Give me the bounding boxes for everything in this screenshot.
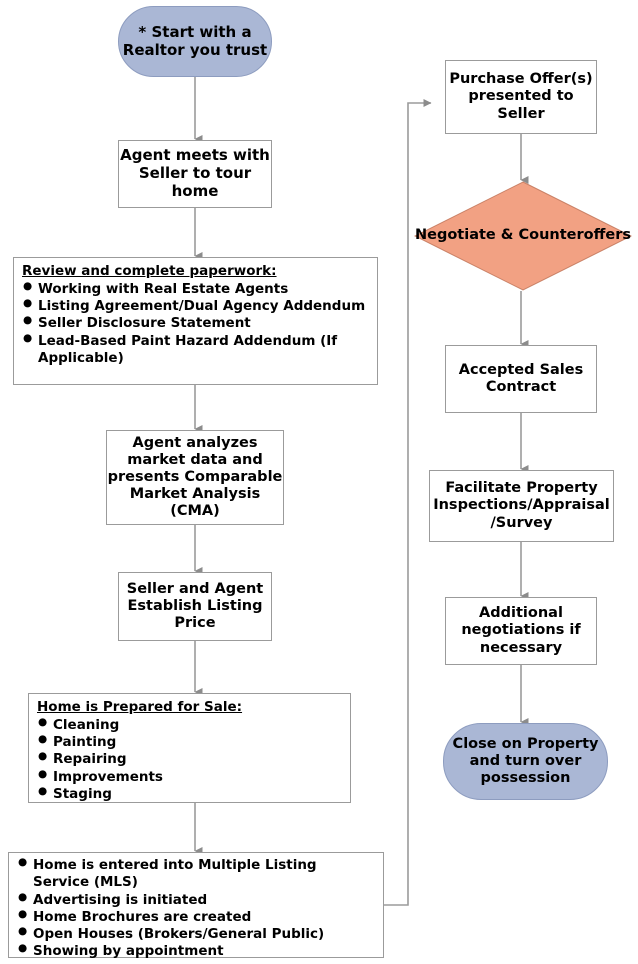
- node-cma-label: Agent analyzes market data and presents …: [107, 434, 283, 520]
- list-item: Showing by appointment: [17, 942, 375, 960]
- node-listing-price[interactable]: Seller and Agent Establish Listing Price: [118, 572, 272, 641]
- node-accepted-contract-label: Accepted Sales Contract: [458, 361, 584, 395]
- node-marketing-items: Home is entered into Multiple Listing Se…: [17, 856, 375, 961]
- node-agent-meets-seller[interactable]: Agent meets with Seller to tour home: [118, 140, 272, 208]
- node-negotiate[interactable]: Negotiate & Counteroffers: [414, 181, 632, 291]
- list-item: Seller Disclosure Statement: [22, 314, 369, 332]
- node-facilitate-inspections[interactable]: Facilitate Property Inspections/Appraisa…: [429, 470, 614, 542]
- list-item: Home is entered into Multiple Listing Se…: [17, 856, 375, 892]
- list-item: Repairing: [37, 750, 342, 768]
- node-prepare-home[interactable]: Home is Prepared for Sale: Cleaning Pain…: [28, 693, 351, 803]
- list-item: Advertising is initiated: [17, 891, 375, 909]
- node-additional-negotiations[interactable]: Additional negotiations if necessary: [445, 597, 597, 665]
- node-paperwork-items: Working with Real Estate Agents Listing …: [22, 280, 369, 368]
- list-item: Improvements: [37, 768, 342, 786]
- list-item: Open Houses (Brokers/General Public): [17, 925, 375, 943]
- node-purchase-offers[interactable]: Purchase Offer(s) presented to Seller: [445, 60, 597, 134]
- list-item: Home Brochures are created: [17, 908, 375, 926]
- node-start-label: * Start with a Realtor you trust: [122, 22, 268, 59]
- node-purchase-offers-label: Purchase Offer(s) presented to Seller: [449, 71, 593, 122]
- node-agent-meets-seller-label: Agent meets with Seller to tour home: [120, 146, 270, 200]
- list-item: Cleaning: [37, 716, 342, 734]
- node-close-on-property[interactable]: Close on Property and turn over possessi…: [443, 723, 608, 800]
- node-listing-price-label: Seller and Agent Establish Listing Price: [126, 580, 264, 632]
- node-additional-negotiations-label: Additional negotiations if necessary: [461, 605, 581, 656]
- list-item: Working with Real Estate Agents: [22, 280, 369, 298]
- node-accepted-contract[interactable]: Accepted Sales Contract: [445, 345, 597, 413]
- list-item: Lead-Based Paint Hazard Addendum (If App…: [22, 332, 369, 368]
- node-start[interactable]: * Start with a Realtor you trust: [118, 6, 272, 77]
- list-item: Listing Agreement/Dual Agency Addendum: [22, 297, 369, 315]
- node-close-on-property-label: Close on Property and turn over possessi…: [452, 735, 599, 787]
- list-item: Painting: [37, 733, 342, 751]
- node-negotiate-label: Negotiate & Counteroffers: [415, 227, 631, 244]
- node-marketing[interactable]: Home is entered into Multiple Listing Se…: [8, 852, 384, 961]
- node-cma[interactable]: Agent analyzes market data and presents …: [106, 430, 284, 525]
- list-item: Staging: [37, 785, 342, 803]
- node-paperwork-title: Review and complete paperwork:: [22, 263, 277, 279]
- node-facilitate-inspections-label: Facilitate Property Inspections/Appraisa…: [433, 480, 610, 531]
- node-paperwork[interactable]: Review and complete paperwork: Working w…: [13, 257, 378, 385]
- node-prepare-home-title: Home is Prepared for Sale:: [37, 699, 243, 715]
- diamond-shape: [414, 181, 632, 291]
- node-prepare-home-items: Cleaning Painting Repairing Improvements…: [37, 716, 342, 803]
